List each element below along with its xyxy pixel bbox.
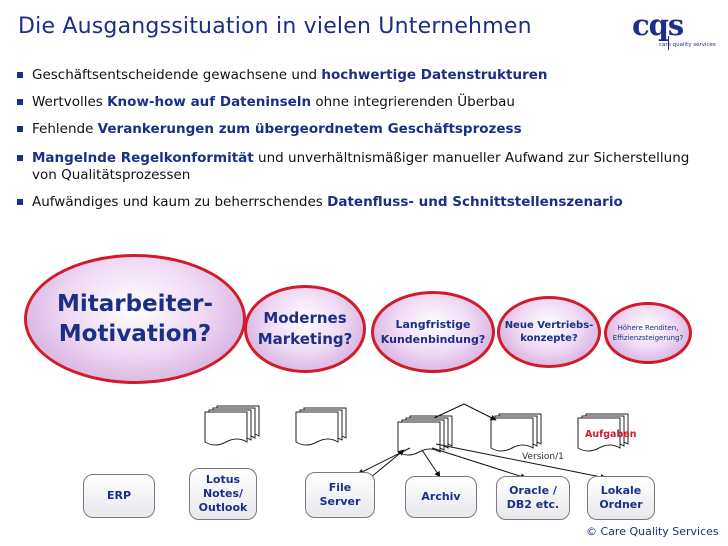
ellipse-vertriebskonzepte: Neue Vertriebs-konzepte? [497,296,601,368]
flow-arrow [431,447,527,480]
bullet-item: Wertvolles Know-how auf Dateninseln ohne… [16,94,716,111]
version-label: Version/1 [522,452,564,462]
bullet-item: Aufwändiges und kaum zu beherrschendes D… [16,194,716,211]
document-stack-icon [295,407,347,446]
bullet-item: Geschäftsentscheidende gewachsene und ho… [16,67,716,84]
flow-line [433,403,465,419]
logo-text: cqs [632,8,684,42]
flow-arrow [369,449,405,479]
logo-subtitle: care quality services [659,42,716,48]
aufgaben-label: Aufgaben [585,429,637,440]
ellipse-renditen: Höhere Renditen,Effizienzsteigerung? [604,302,692,364]
bullet-item: Fehlende Verankerungen zum übergeordnete… [16,121,716,138]
document-stack-icon [490,413,542,452]
copyright: © Care Quality Services [586,525,719,538]
cqs-logo: cqs care quality services [632,8,716,52]
system-box-erp: ERP [83,474,155,518]
ellipse-mitarbeiter-motivation: Mitarbeiter-Motivation? [24,254,246,384]
document-stack-icon [204,405,260,446]
flow-arrow [463,403,497,421]
flow-arrow [435,443,607,480]
bullet-list: Geschäftsentscheidende gewachsene und ho… [16,67,716,211]
system-box-archiv: Archiv [405,476,477,518]
system-box-oracle-db2: Oracle /DB2 etc. [496,476,570,520]
document-stack-icon [397,415,453,456]
logo-divider [668,36,669,50]
bullet-item: Mangelnde Regelkonformität und unverhält… [16,150,716,184]
page-title: Die Ausgangssituation in vielen Unterneh… [18,14,532,39]
flow-arrow [421,449,441,478]
